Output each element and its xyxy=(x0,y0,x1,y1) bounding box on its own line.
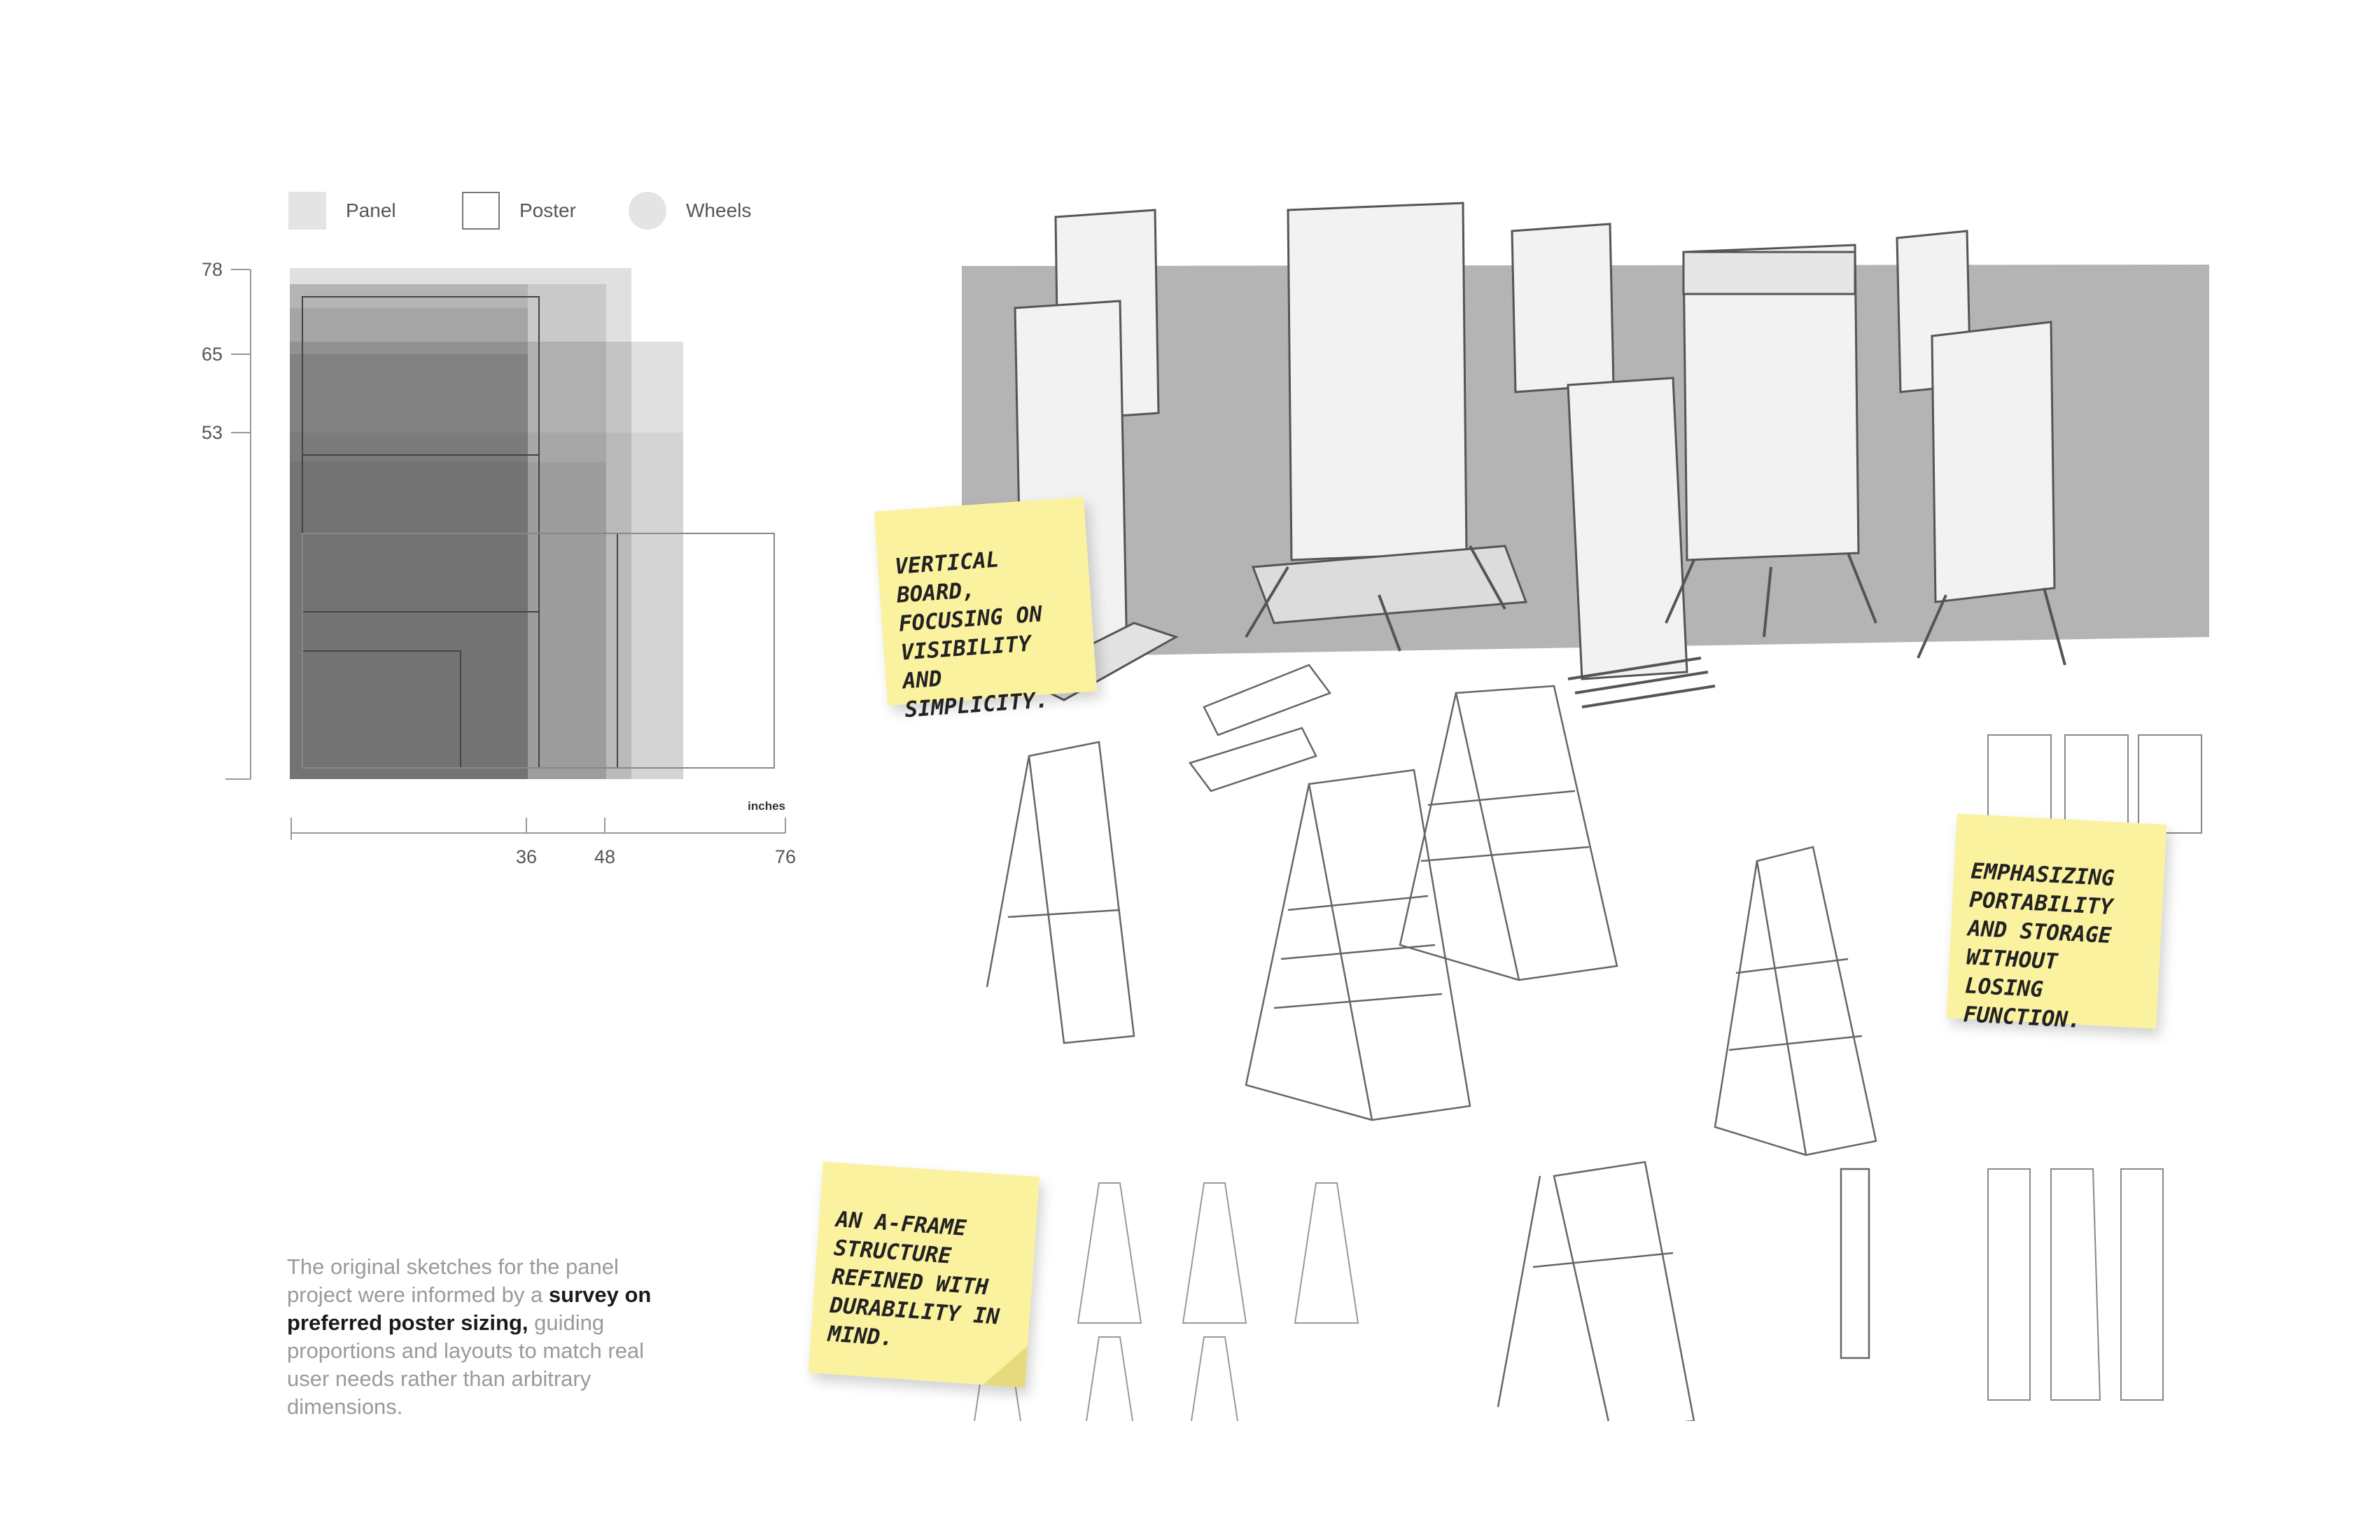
legend-panel: Panel xyxy=(288,192,396,230)
x-label-76: 76 xyxy=(775,846,796,867)
panel-layer-inner xyxy=(290,284,528,779)
y-label-65: 65 xyxy=(202,344,223,365)
sticky-note-aframe: An A-frame structure refined with durabi… xyxy=(808,1161,1040,1388)
rendered-legs xyxy=(1245,545,2066,708)
rendered-boards xyxy=(1014,202,2056,701)
poster-swatch xyxy=(462,192,500,230)
caption-paragraph: The original sketches for the panel proj… xyxy=(287,1253,679,1421)
y-label-53: 53 xyxy=(202,422,223,443)
sticky-note-portability: Emphasizing portability and storage with… xyxy=(1946,813,2167,1033)
panel-layer-mid xyxy=(290,284,606,779)
note-aframe-text: An A-frame structure refined with durabi… xyxy=(827,1207,1000,1352)
note-portability-text: Emphasizing portability and storage with… xyxy=(1962,858,2115,1033)
y-label-78: 78 xyxy=(202,259,223,280)
panel-layer-base xyxy=(290,462,606,779)
line-sketches xyxy=(986,664,1877,1421)
poster-76 xyxy=(302,533,775,769)
panel-layers xyxy=(290,268,683,779)
legend-poster-label: Poster xyxy=(519,200,576,221)
x-label-36: 36 xyxy=(516,846,537,867)
legend-panel-label: Panel xyxy=(346,200,396,221)
x-label-48: 48 xyxy=(594,846,615,867)
note-curl xyxy=(983,1343,1028,1388)
sketch-illustration xyxy=(962,202,2209,1421)
legend-wheels-label: Wheels xyxy=(686,200,752,221)
panel-layer-top xyxy=(290,308,528,779)
poster-outlines xyxy=(302,296,775,769)
note-vertical-text: Vertical board, focusing on visibility a… xyxy=(894,547,1049,723)
caption-bold: survey on preferred poster sizing, xyxy=(287,1282,652,1335)
caption-part1: The original sketches for the panel proj… xyxy=(287,1254,619,1307)
legend-wheels: Wheels xyxy=(629,192,751,230)
sticky-note-vertical: Vertical board, focusing on visibility a… xyxy=(874,496,1098,722)
wheels-swatch xyxy=(629,192,666,230)
x-unit-label: inches xyxy=(748,799,785,813)
caption-part2: guiding proportions and layouts to match… xyxy=(287,1310,645,1419)
legend-poster: Poster xyxy=(462,192,576,230)
panel-swatch xyxy=(288,192,326,230)
panel-layer-core xyxy=(290,354,528,779)
size-comparison-diagram: 78 65 53 inches 36 48 76 xyxy=(202,259,796,867)
